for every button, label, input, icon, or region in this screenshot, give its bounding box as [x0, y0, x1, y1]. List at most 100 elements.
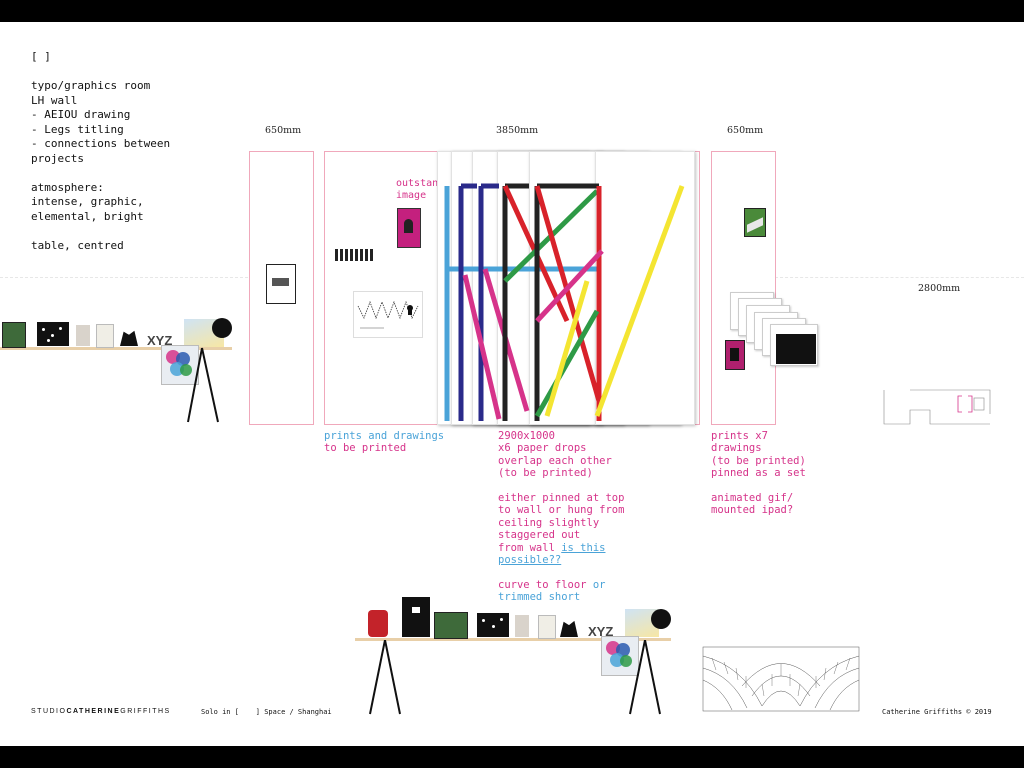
caption-center-b2-3: staggered out: [498, 529, 581, 542]
dimension-left-width: 650mm: [265, 125, 302, 136]
room-note-line: typo/graphics room: [31, 79, 151, 92]
caption-left: prints and drawings to be printed: [324, 430, 444, 455]
table-book-beige: [515, 615, 529, 637]
room-note-line: elemental, bright: [31, 209, 144, 223]
show-title: Solo in [ ] Space / Shanghai: [201, 708, 332, 716]
caption-center-curve-or: or: [586, 578, 606, 591]
caption-center-b1-2: overlap each other: [498, 454, 612, 467]
caption-center-curve: curve to floor or: [498, 579, 624, 591]
dimension-center-width: 3850mm: [496, 125, 539, 136]
table-object-black: [560, 620, 578, 637]
room-note-line: intense, graphic,: [31, 195, 144, 208]
caption-center-b2-0: either pinned at top: [498, 492, 625, 505]
caption-center-trimmed: trimmed short: [498, 591, 581, 604]
caption-left-line1: prints and drawings: [324, 430, 445, 442]
room-note-line: - connections between: [31, 137, 171, 150]
caption-right-b1-2: (to be printed): [711, 454, 806, 467]
title-strip-print: [335, 249, 375, 261]
dimension-right-width: 650mm: [727, 125, 764, 136]
is-this-possible-link[interactable]: is this: [561, 541, 606, 554]
caption-right-spacer: [711, 480, 806, 492]
right-wall-panel: [711, 151, 776, 425]
table-leg-right: [629, 640, 661, 715]
bottom-black-bar: [0, 746, 1024, 768]
wave-drawing-icon: [357, 300, 419, 329]
caption-right: prints x7 drawings (to be printed) pinne…: [711, 430, 806, 517]
legs-titling-graphic: [444, 183, 685, 421]
table-book-black-tall: [402, 597, 430, 637]
vinyl-record-left: [212, 318, 232, 338]
room-note-line: projects: [31, 151, 84, 165]
caption-center-from-wall: from wall: [498, 541, 562, 554]
caption-right-b1-1: drawings: [711, 442, 762, 455]
table-leg-left: [369, 640, 401, 715]
caption-left-line2: to be printed: [324, 442, 407, 455]
landscape-print-road: [747, 217, 763, 233]
room-note-line: table, centred: [31, 238, 124, 252]
caption-center-spacer-2: [498, 566, 624, 578]
aeiou-drawing-print: [353, 291, 423, 338]
table-book-white: [538, 615, 556, 639]
framed-print-image: [272, 278, 289, 286]
room-note-line: - Legs titling: [31, 122, 124, 136]
ipad-gif-shape: [730, 348, 739, 361]
keyhole-icon: [404, 219, 413, 233]
table-book-black-dots: [477, 613, 509, 637]
vinyl-record-table: [651, 609, 671, 629]
shelf-book-green: [2, 322, 26, 348]
ipad-gif-print: [725, 340, 745, 370]
dimension-height: 2800mm: [918, 283, 961, 294]
caption-right-b2-0: animated gif/: [711, 492, 794, 505]
studio-logo-bold: CATHERINE: [66, 708, 121, 715]
studio-logo-light: STUDIO: [31, 708, 67, 715]
copyright: Catherine Griffiths © 2019: [882, 708, 992, 716]
top-black-bar: [0, 0, 1024, 22]
caption-center-b2-2: ceiling slightly: [498, 516, 600, 529]
center-table: [355, 638, 671, 641]
room-note-line: LH wall: [31, 93, 78, 107]
horizon-guide-right: [775, 277, 1024, 278]
caption-right-b1-3: pinned as a set: [711, 467, 806, 480]
landscape-print: [744, 208, 766, 237]
shelf-xyz-label-table: XYZ: [588, 624, 614, 639]
outstanding-image-print: [397, 208, 421, 248]
caption-center-b1-0: 2900x1000: [498, 430, 555, 442]
table-book-green: [434, 612, 468, 639]
caption-center: 2900x1000 x6 paper drops overlap each ot…: [498, 430, 624, 604]
caption-center-b2-5: possible??: [498, 554, 624, 566]
studio-logo: STUDIOCATHERINEGRIFFITHS: [31, 708, 171, 715]
caption-center-b1-1: x6 paper drops: [498, 442, 587, 455]
caption-center-curve-prefix: curve to floor: [498, 578, 587, 591]
room-plan-sketch: [883, 389, 991, 425]
floor-plan-paving: [702, 646, 860, 712]
outstanding-image-label: outstanding image: [396, 178, 463, 201]
shelf-book-black-dots: [37, 322, 69, 346]
caption-right-b2-1: mounted ipad?: [711, 504, 794, 517]
studio-logo-tail: GRIFFITHS: [120, 708, 171, 715]
room-note-line: - AEIOU drawing: [31, 108, 131, 121]
shelf-xyz-label-left: XYZ: [147, 333, 173, 348]
room-note-line: [31, 224, 170, 239]
shelf-dots-poster-left: [161, 345, 199, 385]
table-dots-poster: [601, 636, 639, 676]
left-shelf: [0, 347, 232, 350]
caption-right-b1-0: prints x7: [711, 430, 768, 442]
shelf-book-white: [96, 324, 114, 348]
easel-stand-left: [187, 347, 219, 423]
left-wall-panel: [249, 151, 314, 425]
possible-link[interactable]: possible??: [498, 554, 562, 567]
caption-center-b2-4: from wall is this: [498, 542, 624, 554]
framed-print: [266, 264, 296, 304]
room-note-line: [31, 166, 170, 181]
table-book-red: [368, 610, 388, 637]
caption-center-b1-3: (to be printed): [498, 467, 593, 480]
header-bracket: [ ]: [31, 50, 51, 63]
room-note-line: atmosphere:: [31, 180, 104, 194]
shelf-book-beige: [76, 325, 90, 346]
caption-center-b2-1: to wall or hung from: [498, 504, 625, 517]
stacked-print-7: [776, 334, 816, 364]
caption-center-spacer: [498, 480, 624, 492]
shelf-object-black: [120, 330, 138, 346]
horizon-guide-left: [0, 277, 248, 278]
